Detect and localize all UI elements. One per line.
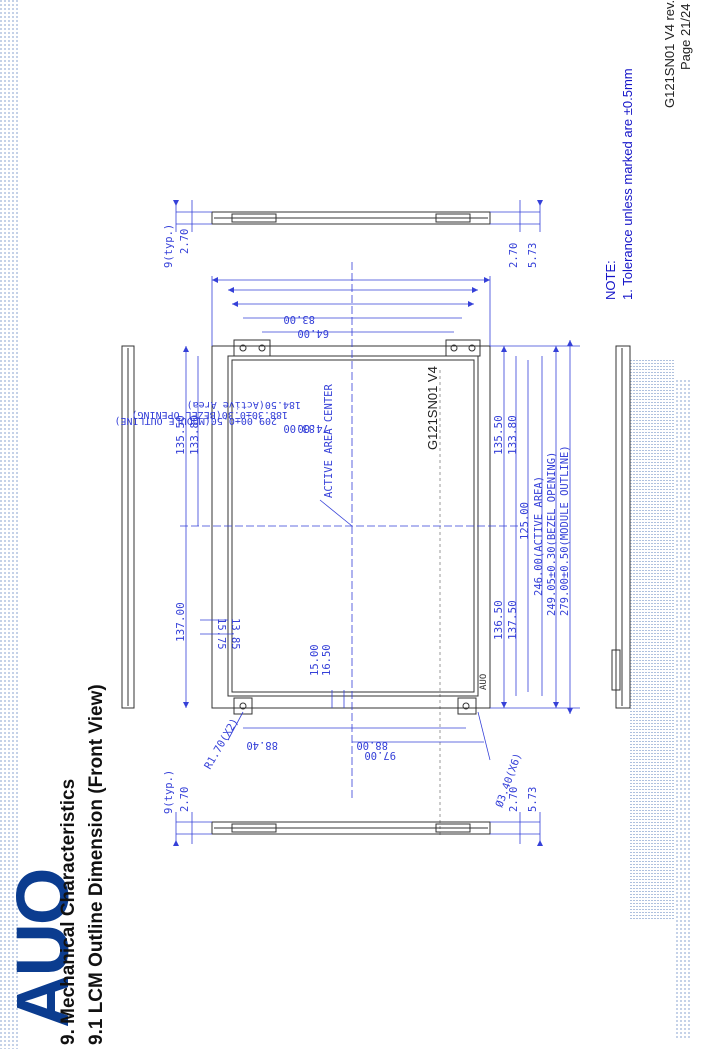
dim-83-right: 83.00 (283, 422, 315, 434)
dim-135-bot: 135.50 (492, 415, 505, 455)
dim-typ-top: 9(typ.) (163, 224, 175, 268)
dim-9700: 97.00 (364, 749, 396, 761)
dim-270-top: 2.70 (179, 229, 191, 254)
dim-137-top: 137.00 (174, 602, 187, 642)
dim-1385: 13.85 (229, 618, 241, 650)
dim-1500: 15.00 (309, 644, 321, 676)
dim-8800: 88.00 (356, 739, 388, 751)
auo-mark: AUO (479, 674, 489, 690)
dim-249: 249.05±0.30(BEZEL OPENING) (546, 452, 558, 616)
dim-bezel-opening-w: 188.30±0.30(BEZEL OPENING) (131, 409, 288, 420)
dim-573-br: 5.73 (527, 787, 539, 812)
dim-573-tr: 5.73 (527, 243, 539, 268)
dim-125: 125.00 (519, 502, 531, 540)
dim-270-bot: 2.70 (179, 787, 191, 812)
dim-279: 279.00±0.50(MODULE OUTLINE) (559, 445, 571, 616)
dim-typ-bot: 9(typ.) (163, 770, 175, 814)
dim-r170: R1.70(X2) (202, 716, 241, 771)
dim-136-bot: 136.50 (492, 600, 505, 640)
active-area-center-label: ACTIVE AREA CENTER (323, 384, 335, 498)
dim-246: 246.00(ACTIVE AREA) (533, 476, 545, 596)
dim-135-top: 135.50 (174, 415, 187, 455)
dim-270-tr: 2.70 (508, 243, 520, 268)
dim-133-top: 133.80 (188, 415, 201, 455)
dim-133-bot: 133.80 (506, 415, 519, 455)
dim-1650: 16.50 (321, 644, 333, 676)
dim-active-area-w: 184.50(Active Area) (187, 399, 301, 410)
dim-74: 74.00 (297, 422, 329, 434)
dim-83-left: 83.00 (283, 313, 315, 325)
dim-64: 64.00 (297, 327, 329, 339)
dim-8840: 88.40 (246, 739, 278, 751)
dim-137-bot: 137.50 (506, 600, 519, 640)
dim-module-outline-w: 209.00±0.50(MODULE OUTLINE) (114, 415, 277, 426)
dim-270-br: 2.70 (508, 787, 520, 812)
dim-1575: 15.75 (215, 618, 227, 650)
